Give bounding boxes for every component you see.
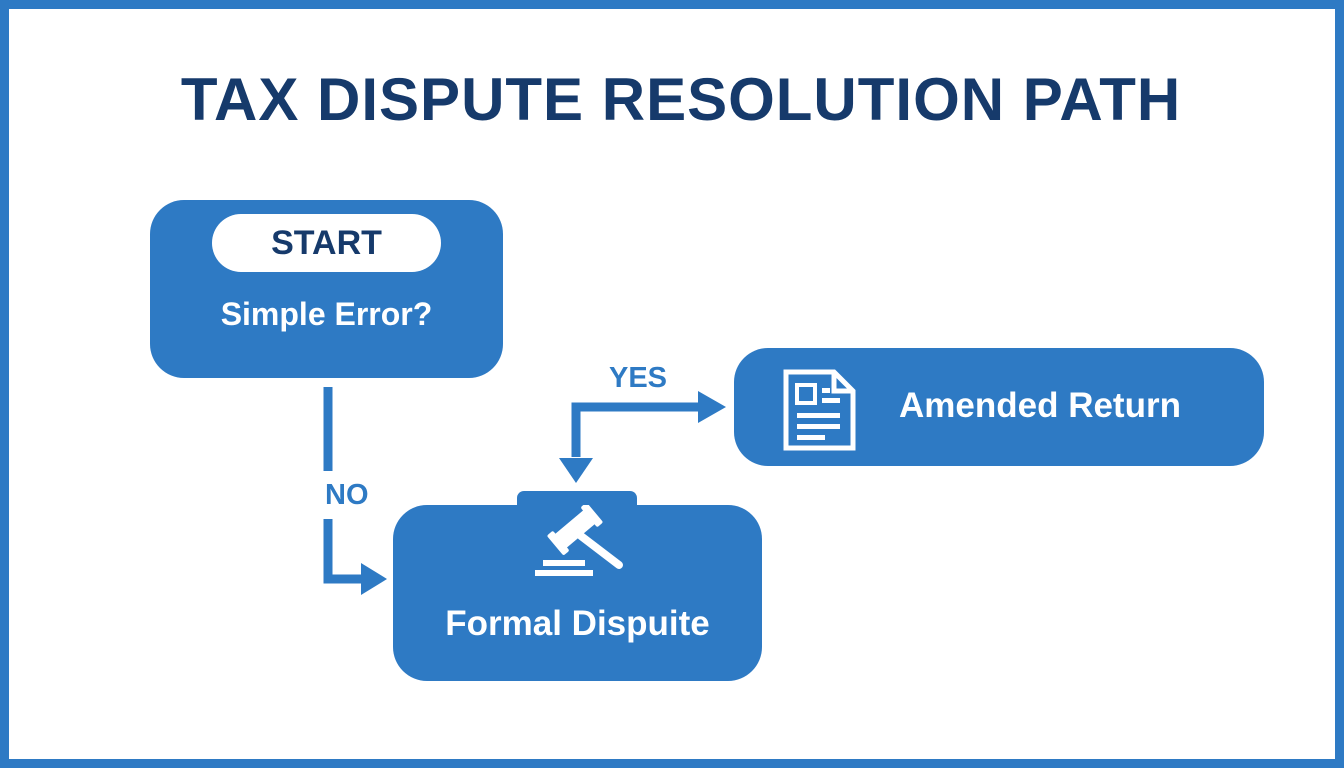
document-icon	[783, 369, 856, 451]
start-node: START Simple Error?	[150, 200, 503, 378]
amended-return-label: Amended Return	[899, 386, 1181, 425]
no-arrowhead	[361, 563, 387, 595]
diagram-title: TAX DISPUTE RESOLUTION PATH	[180, 66, 1182, 133]
amended-return-node: Amended Return	[734, 348, 1264, 466]
yes-connector	[571, 402, 699, 457]
gavel-icon	[535, 505, 623, 576]
yes-arrowhead-right	[698, 391, 726, 423]
start-badge: START	[212, 214, 441, 272]
no-connector-lower	[323, 519, 361, 584]
start-question: Simple Error?	[220, 296, 433, 332]
yes-label: YES	[609, 362, 668, 394]
formal-dispute-node: Formal Dispuite	[393, 505, 762, 681]
yes-arrowhead-down	[559, 458, 593, 483]
formal-dispute-label: Formal Dispuite	[445, 604, 710, 643]
no-label: NO	[325, 479, 369, 511]
